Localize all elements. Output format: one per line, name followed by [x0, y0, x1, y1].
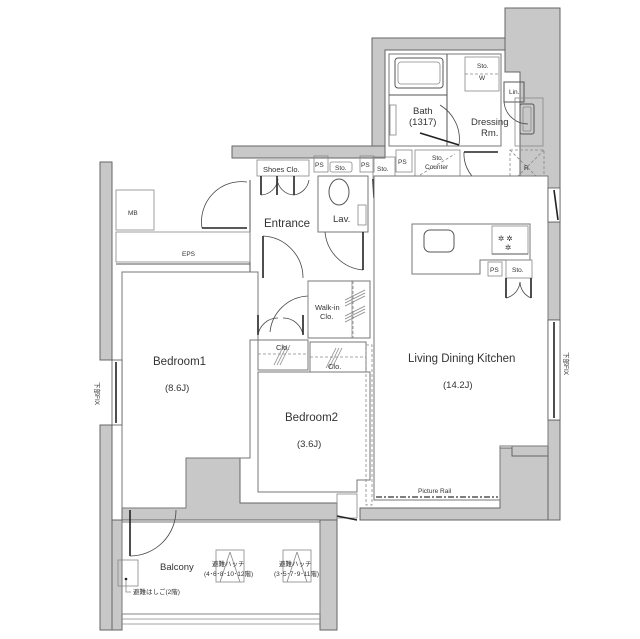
bedroom2-label: Bedroom2 [285, 412, 338, 424]
svg-text:✲: ✲ [505, 243, 511, 252]
bath-label: Bath [413, 106, 433, 117]
balcony-label: Balcony [160, 562, 194, 573]
sto-hall-label: Sto. [377, 166, 389, 173]
lin-label: Lin. [509, 89, 520, 96]
structural-walls [99, 7, 561, 631]
room-labels: Bedroom1 (8.6J) Bedroom2 (3.6J) Living D… [153, 106, 515, 573]
utility-labels: MB EPS PS PS PS PS [128, 159, 499, 274]
storage-labels: Shoes Clo. Clo. Clo. Sto. W Lin. Sto. St… [263, 63, 529, 371]
hatch1-floors: (4･6･8･10･12階) [204, 569, 253, 578]
hatch1-title: 避難ハッチ [212, 559, 245, 568]
clo2-label: Clo. [328, 362, 341, 371]
window-left-fix-label: 下部FIX [93, 382, 102, 406]
refrigerator-label: R [524, 165, 529, 172]
mb-label: MB [128, 210, 138, 217]
shoes-clo-label: Shoes Clo. [263, 165, 300, 174]
dressing-label: Dressing [471, 117, 509, 128]
bath-size: (1317) [409, 117, 436, 128]
walkin-label-2: Clo. [320, 312, 333, 321]
lav-label: Lav. [333, 214, 350, 225]
walkin-label: Walk-in [315, 303, 340, 312]
dressing-label-2: Rm. [481, 128, 498, 139]
ldk-size: (14.2J) [443, 380, 473, 391]
ps-label-2: PS [361, 162, 370, 169]
ldk-label: Living Dining Kitchen [408, 353, 515, 365]
hatch2-title: 避難ハッチ [279, 559, 312, 568]
svg-text:✲ ✲: ✲ ✲ [498, 234, 513, 243]
sto-kitchen-label: Sto. [512, 267, 524, 274]
ps-label-3: PS [398, 159, 407, 166]
sto-w-label-2: W [479, 75, 486, 82]
sto-lav-label: Sto. [335, 165, 347, 172]
sto-counter-label: Sto. [432, 155, 444, 162]
window-right-fix-label: 下部FIX [562, 352, 571, 376]
sto-counter-label-2: Counter [425, 164, 449, 171]
sto-w-label: Sto. [477, 63, 489, 70]
bedroom1-size: (8.6J) [165, 383, 189, 394]
hatch2-floors: (3･5･7･9･11階) [274, 569, 319, 578]
entrance-label: Entrance [264, 218, 310, 230]
eps-label: EPS [182, 251, 196, 258]
room-outlines: ✲ ✲ ✲ [111, 53, 561, 625]
bedroom1-label: Bedroom1 [153, 356, 206, 368]
ps-label-1: PS [315, 162, 324, 169]
clo1-label: Clo. [276, 343, 289, 352]
annotations: 下部FIX 下部FIX Picture Rail 避難ハッチ (4･6･8･10… [93, 352, 571, 596]
ladder-label: 避難はしご(2階) [133, 587, 180, 596]
ps-kitchen-label: PS [490, 267, 499, 274]
picture-rail-label: Picture Rail [418, 488, 452, 495]
bedroom2-size: (3.6J) [297, 439, 321, 450]
